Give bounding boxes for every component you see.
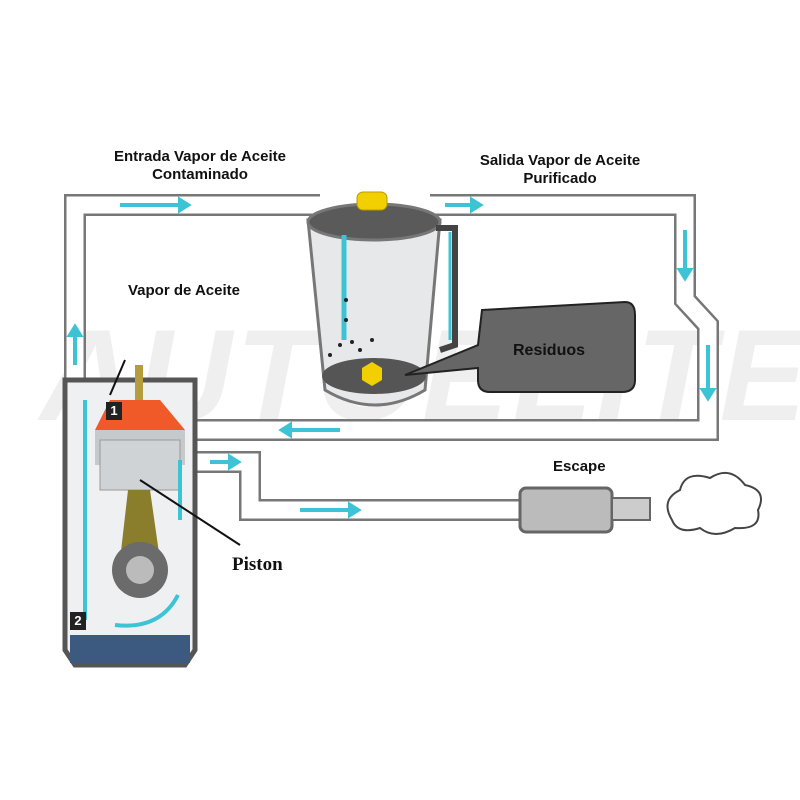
can-cap <box>356 191 388 211</box>
catch-can <box>306 191 458 407</box>
residue-callout <box>404 300 636 393</box>
flow-arrows <box>66 196 717 519</box>
vapor-label: Vapor de Aceite <box>128 282 240 299</box>
exhaust-label: Escape <box>553 458 606 475</box>
engine-block <box>62 359 241 668</box>
marker-2: 2 <box>70 612 86 630</box>
marker-1: 1 <box>106 402 122 420</box>
piston-label: Piston <box>232 554 283 575</box>
muffler <box>518 486 651 534</box>
residue-label: Residuos <box>513 342 586 359</box>
drain-plug <box>362 362 382 386</box>
exhaust-cloud <box>666 471 762 535</box>
